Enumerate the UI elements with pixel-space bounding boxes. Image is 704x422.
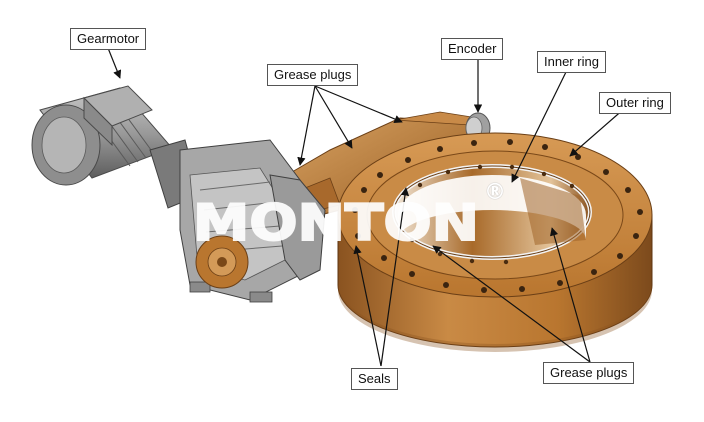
- label-grease-plugs-top: Grease plugs: [267, 64, 359, 86]
- slewing-ring: [337, 132, 653, 352]
- arrow-outer-ring: [569, 107, 626, 157]
- label-gearmotor: Gearmotor: [70, 28, 147, 50]
- label-seals: Seals: [351, 368, 398, 390]
- arrow-grease-plugs-top-3: [314, 85, 403, 123]
- monton-watermark: MONTON: [192, 193, 480, 252]
- arrow-grease-plugs-bottom-2: [550, 227, 591, 363]
- arrow-gearmotor: [107, 47, 122, 79]
- gearmotor-part: [31, 85, 326, 303]
- arrow-seals-2: [380, 187, 410, 367]
- label-inner-ring: Inner ring: [537, 51, 606, 73]
- bronze-coupling: [195, 235, 249, 289]
- arrow-seals-1: [353, 245, 382, 367]
- label-grease-plugs-bottom: Grease plugs: [543, 362, 635, 384]
- arrow-inner-ring: [511, 69, 568, 183]
- arrow-grease-plugs-top-2: [314, 85, 353, 149]
- label-outer-ring: Outer ring: [599, 92, 671, 114]
- arrow-grease-plugs-bottom-1: [432, 245, 591, 363]
- label-encoder: Encoder: [441, 38, 504, 60]
- watermark-text: MONTON: [193, 194, 479, 252]
- arrow-grease-plugs-top-1: [297, 85, 316, 166]
- leader-lines: [107, 47, 626, 367]
- registered-mark: ®: [484, 180, 506, 205]
